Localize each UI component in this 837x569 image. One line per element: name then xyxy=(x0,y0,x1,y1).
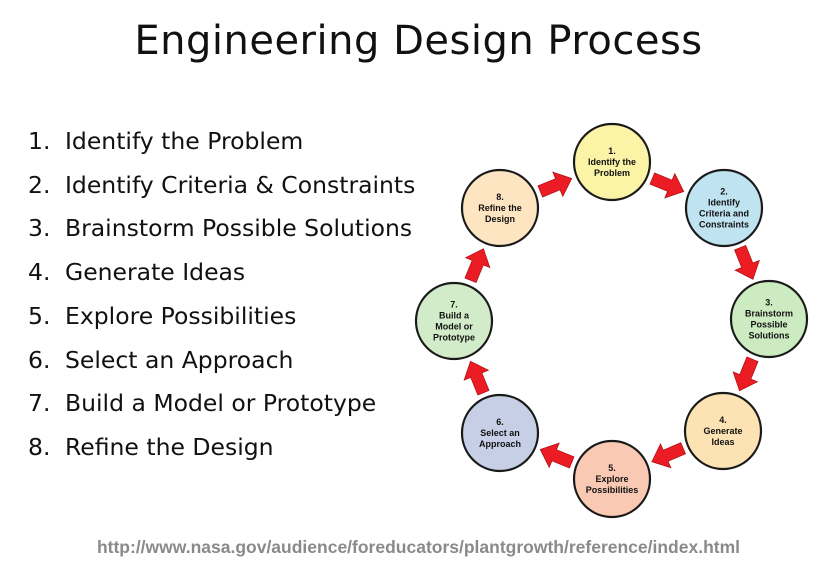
cycle-node-label: Possible xyxy=(750,320,787,330)
cycle-node-label: Brainstorm xyxy=(745,309,793,319)
cycle-node-label: Approach xyxy=(479,439,521,449)
cycle-node-circle xyxy=(683,391,763,471)
cycle-node-label: 8. xyxy=(496,192,504,202)
cycle-arrow xyxy=(539,442,575,469)
cycle-node-label: Criteria and xyxy=(699,209,749,219)
cycle-node-label: Prototype xyxy=(433,333,475,343)
cycle-node-label: Solutions xyxy=(749,331,790,341)
cycle-node-label: Identify xyxy=(708,198,740,208)
cycle-node-label: Ideas xyxy=(711,437,734,447)
cycle-arrow xyxy=(463,360,490,396)
cycle-node-label: Build a xyxy=(439,311,470,321)
cycle-node-label: Design xyxy=(485,214,515,224)
step-number: 7. xyxy=(28,389,51,418)
cycle-node-label: Refine the xyxy=(478,203,522,213)
step-text: Build a Model or Prototype xyxy=(65,389,377,418)
cycle-node-label: 2. xyxy=(720,187,728,197)
step-text: Select an Approach xyxy=(65,345,294,374)
cycle-node-circle xyxy=(460,393,540,473)
step-text: Generate Ideas xyxy=(65,258,246,287)
steps-list: 1. Identify the Problem 2. Identify Criter… xyxy=(28,120,415,470)
step-item: 2. Identify Criteria & Constraints xyxy=(28,164,415,208)
step-item: 1. Identify the Problem xyxy=(28,120,415,164)
cycle-node-circle xyxy=(414,281,494,361)
cycle-node-circle xyxy=(729,279,809,359)
cycle-arrow xyxy=(464,248,491,284)
step-number: 5. xyxy=(28,301,51,330)
step-number: 2. xyxy=(28,170,51,199)
cycle-node-label: Explore xyxy=(595,474,628,484)
cycle-node-label: 5. xyxy=(608,463,616,473)
cycle-node-label: Problem xyxy=(594,168,630,178)
source-url: http://www.nasa.gov/audience/foreducator… xyxy=(96,537,741,557)
step-number: 1. xyxy=(28,127,51,155)
cycle-arrow xyxy=(651,442,687,469)
step-item: 5. Explore Possibilities xyxy=(28,295,415,339)
cycle-arrow xyxy=(649,172,685,199)
cycle-node-label: Model or xyxy=(435,322,473,332)
cycle-node-circle xyxy=(684,168,764,248)
step-number: 4. xyxy=(28,258,51,287)
cycle-node-label: Possibilities xyxy=(586,485,639,495)
cycle-node-label: Constraints xyxy=(699,220,749,230)
cycle-node-circle xyxy=(572,122,652,202)
cycle-node-label: 1. xyxy=(608,146,616,156)
cycle-node-label: 4. xyxy=(719,415,727,425)
cycle-node-circle xyxy=(572,439,652,519)
cycle-node-label: 7. xyxy=(450,300,458,310)
cycle-arrow xyxy=(537,171,573,198)
cycle-node-label: 6. xyxy=(496,417,504,427)
cycle-node-label: 3. xyxy=(765,298,773,308)
step-item: 4. Generate Ideas xyxy=(28,251,415,295)
step-text: Brainstorm Possible Solutions xyxy=(65,214,413,243)
step-text: Refine the Design xyxy=(65,432,274,461)
step-item: 7. Build a Model or Prototype xyxy=(28,382,415,426)
cycle-node-label: Identify the xyxy=(588,157,636,167)
cycle-arrow xyxy=(732,356,759,392)
cycle-node-label: Generate xyxy=(703,426,742,436)
step-text: Identify the Problem xyxy=(65,127,304,155)
cycle-arrow xyxy=(734,244,760,280)
cycle-node-label: Select an xyxy=(480,428,520,438)
slide-title: Engineering Design Process xyxy=(134,18,703,64)
step-text: Identify Criteria & Constraints xyxy=(65,170,416,199)
step-item: 8. Refine the Design xyxy=(28,426,415,470)
step-number: 3. xyxy=(28,214,51,243)
step-item: 6. Select an Approach xyxy=(28,339,415,383)
step-text: Explore Possibilities xyxy=(65,301,297,330)
step-item: 3. Brainstorm Possible Solutions xyxy=(28,207,415,251)
step-number: 6. xyxy=(28,345,51,374)
step-number: 8. xyxy=(28,432,51,461)
cycle-node-circle xyxy=(460,168,540,248)
